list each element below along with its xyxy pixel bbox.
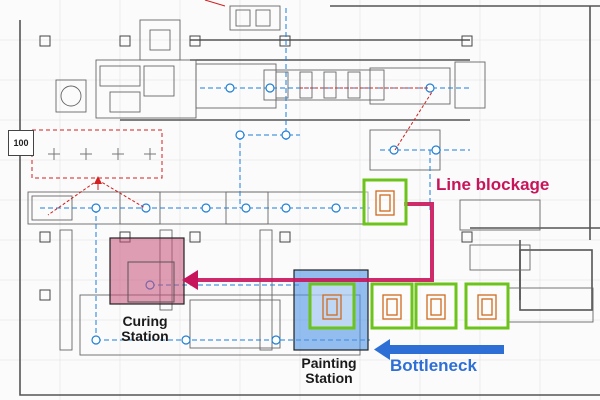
layout-id-box: 100 [8,130,34,156]
green-station-frames [308,178,510,330]
curing-oven [127,261,175,303]
painting-station-label: Painting Station [301,355,357,386]
bottleneck-arrow-shaft [386,345,504,354]
storage-zone-markers [48,148,156,160]
flow-nodes [91,83,441,345]
blockage-path [194,202,434,282]
column-markers [39,35,473,301]
bottleneck-label: Bottleneck [390,356,477,375]
part-boxes [322,190,497,320]
blockage-arrowhead [182,270,198,290]
bottleneck-arrowhead [374,339,390,360]
upper-machinery [55,5,486,119]
layout-id-label: 100 [13,138,29,148]
curing-station-area [109,237,185,305]
line-blockage-label: Line blockage [436,175,550,194]
sensor-arrow-head [94,176,102,184]
curing-station-label: Curing Station [121,313,169,344]
